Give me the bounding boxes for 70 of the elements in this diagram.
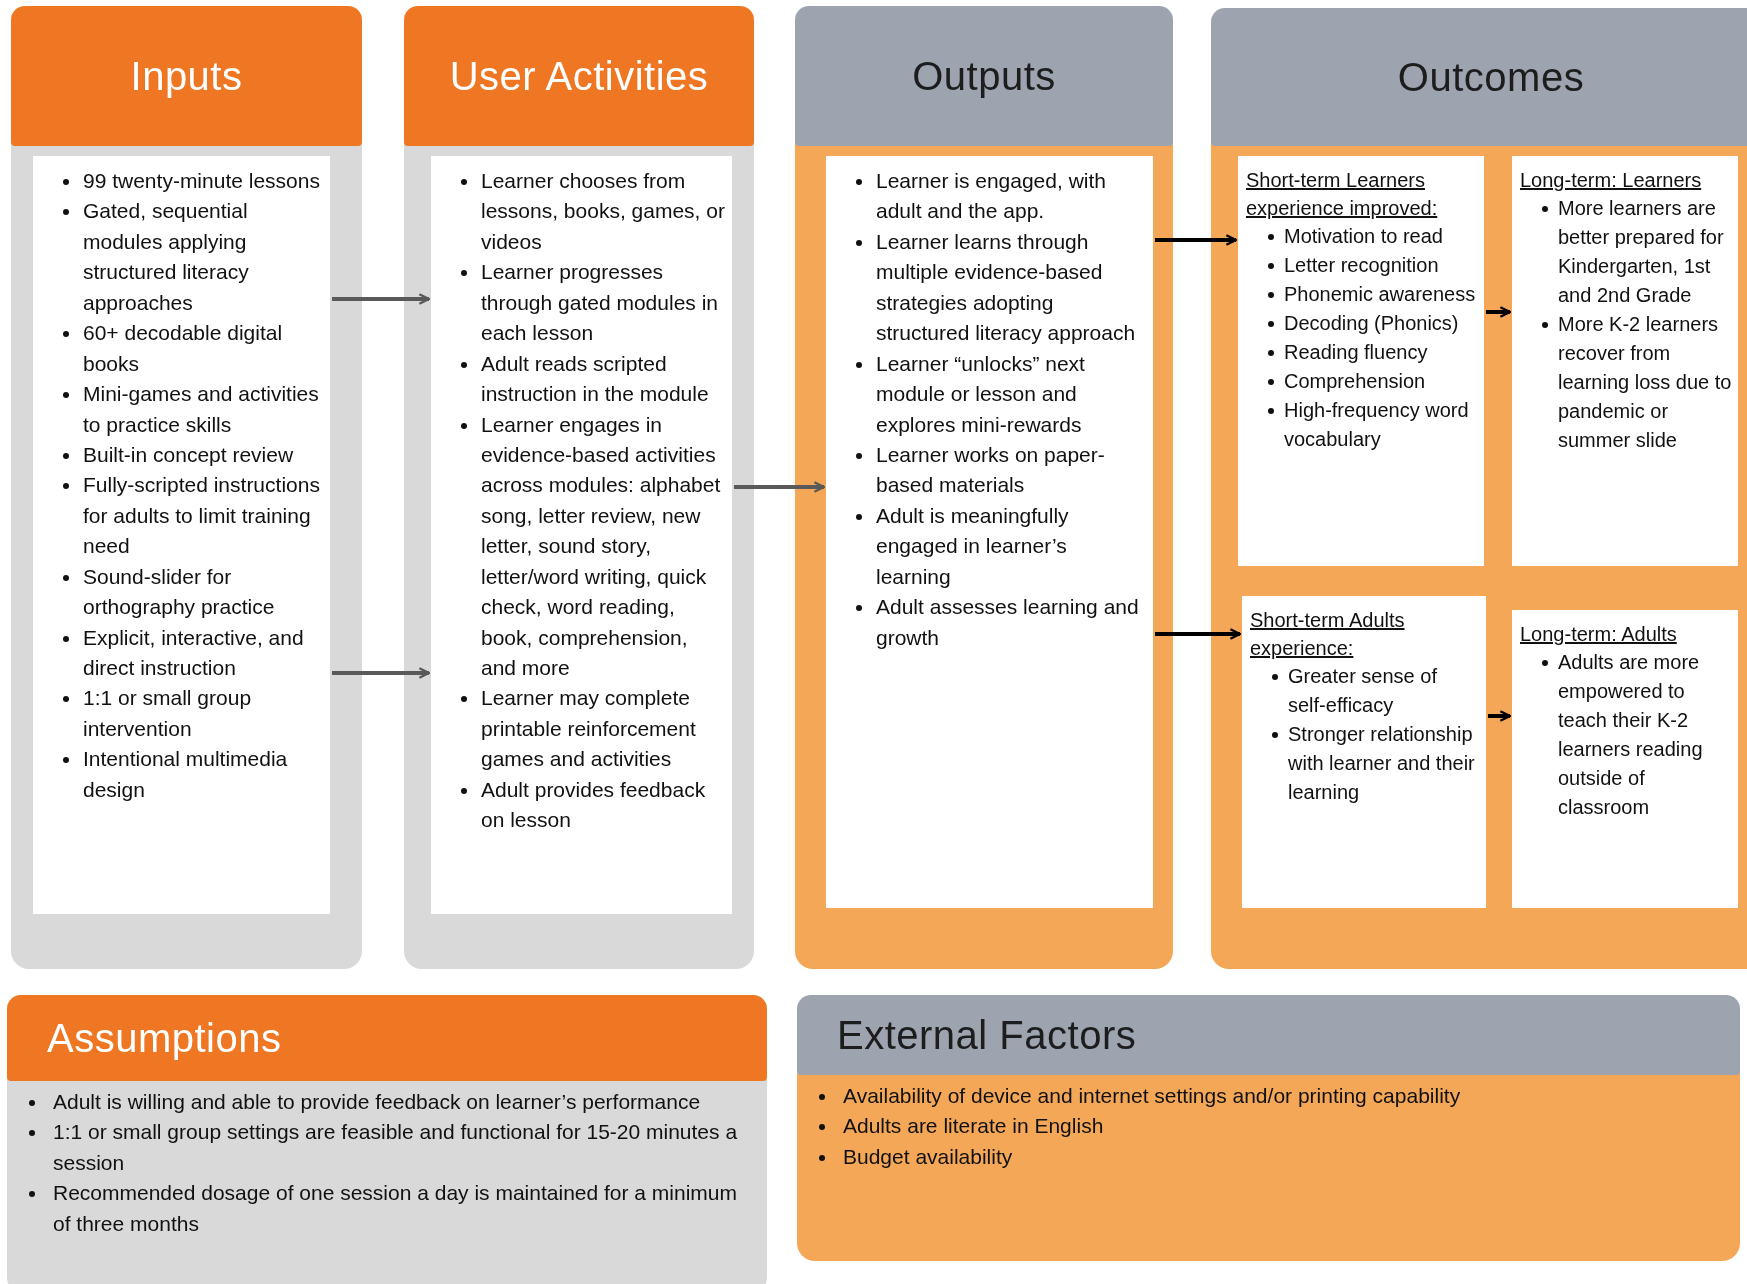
arrow — [332, 293, 431, 305]
list-item: More K-2 learners recover from learning loss due to pandemic or summer slide — [1558, 313, 1732, 451]
outcome-box — [1512, 156, 1738, 566]
band-header: Assumptions — [7, 995, 767, 1081]
list-item: More learners are better prepared for Kindergarten, 1st and 2nd Grade — [1558, 197, 1724, 306]
list-item: 1:1 or small group intervention — [83, 686, 252, 740]
list-item: Adults are more empowered to teach their K-2 learners reading outside of classroom — [1558, 651, 1703, 818]
band-header: External Factors — [797, 995, 1740, 1075]
list-item: Explicit, interactive, and direct instruction — [83, 625, 304, 679]
column-header: Inputs — [11, 6, 362, 146]
list-item: Availability of device and internet settings and/or printing capability — [843, 1084, 1461, 1107]
list-item: Learner learns through multiple evidence-based strategies adopting structured literacy approach — [876, 229, 1136, 345]
list-item: Adults are literate in English — [843, 1114, 1104, 1138]
list-item: 99 twenty-minute lessons — [83, 169, 320, 192]
list-item: Budget availability — [843, 1144, 1013, 1168]
arrow — [332, 667, 431, 679]
list-item: Letter recognition — [1284, 254, 1439, 276]
list-item: Fully-scripted instructions for adults to limit training need — [83, 473, 320, 558]
list-item: Stronger relationship with learner and their learning — [1288, 723, 1475, 803]
column-header: User Activities — [404, 6, 754, 146]
list-item: Learner may complete printable reinforcement games and activities — [481, 686, 696, 771]
list-item: Recommended dosage of one session a day is maintained for a minimum of three months — [53, 1181, 738, 1235]
list-item: Motivation to read — [1284, 225, 1443, 247]
column-header: Outputs — [795, 6, 1173, 146]
arrow — [1155, 628, 1242, 640]
list-item: Built-in concept review — [83, 442, 294, 466]
list-item: Greater sense of self-efficacy — [1288, 665, 1437, 716]
column-panel — [11, 6, 362, 969]
list-item: Learner “unlocks” next module or lesson and explores mini-rewards — [876, 351, 1085, 436]
list-item: 1:1 or small group settings are feasible and functional for 15-20 minutes a session — [53, 1120, 738, 1174]
arrow — [1486, 306, 1512, 318]
outcome-heading: Long-term: Learners — [1520, 168, 1703, 193]
list-item: Adult reads scripted instruction in the module — [481, 351, 709, 406]
outcome-box — [1238, 156, 1484, 566]
list-item: Learner engages in evidence-based activities across modules: alphabet song, letter review, new letter, sound story, letter/word writing, quick check, word reading, book, comprehension, and more — [481, 412, 721, 679]
list-item: Adult is willing and able to provide feedback on learner’s performance — [53, 1090, 701, 1113]
list-item: Learner works on paper-based materials — [876, 442, 1105, 497]
list-box — [431, 156, 732, 914]
list-item: Learner is engaged, with adult and the app. — [876, 169, 1106, 223]
column-header: Outcomes — [1211, 8, 1747, 146]
list-item: High-frequency word vocabulary — [1284, 399, 1469, 450]
list-box — [826, 156, 1153, 908]
outcome-box — [1512, 610, 1738, 908]
outcome-heading: Short-term Learners experience improved: — [1246, 168, 1439, 221]
list-item: Reading fluency — [1284, 341, 1428, 363]
column-panel — [795, 6, 1173, 969]
list-item: 60+ decodable digital books — [83, 321, 283, 375]
arrow — [1488, 710, 1512, 722]
list-box — [33, 156, 330, 914]
list-item: Decoding (Phonics) — [1284, 312, 1459, 334]
list-item: Mini-games and activities to practice skills — [83, 382, 319, 436]
list-item: Intentional multimedia design — [83, 747, 288, 801]
outcome-heading: Short-term Adults experience: — [1250, 608, 1406, 661]
arrow — [1155, 234, 1238, 246]
outcome-heading: Long-term: Adults — [1520, 622, 1678, 647]
list-item: Adult assesses learning and growth — [876, 595, 1139, 649]
list-item: Adult provides feedback on lesson — [481, 777, 706, 832]
list-item: Comprehension — [1284, 370, 1426, 392]
band-panel — [7, 995, 767, 1284]
list-item: Learner progresses through gated modules in each lesson — [481, 260, 718, 345]
list-item: Adult is meaningfully engaged in learner’s learning — [876, 503, 1069, 588]
band-panel — [797, 995, 1740, 1261]
list-item: Phonemic awareness — [1284, 283, 1476, 305]
column-panel — [404, 6, 754, 969]
arrow — [734, 481, 826, 493]
list-item: Learner chooses from lessons, books, games, or videos — [481, 169, 725, 253]
column-panel — [1211, 8, 1747, 969]
list-item: Gated, sequential modules applying structured literacy approaches — [83, 199, 249, 314]
list-item: Sound-slider for orthography practice — [83, 564, 275, 619]
outcome-box — [1242, 596, 1486, 908]
